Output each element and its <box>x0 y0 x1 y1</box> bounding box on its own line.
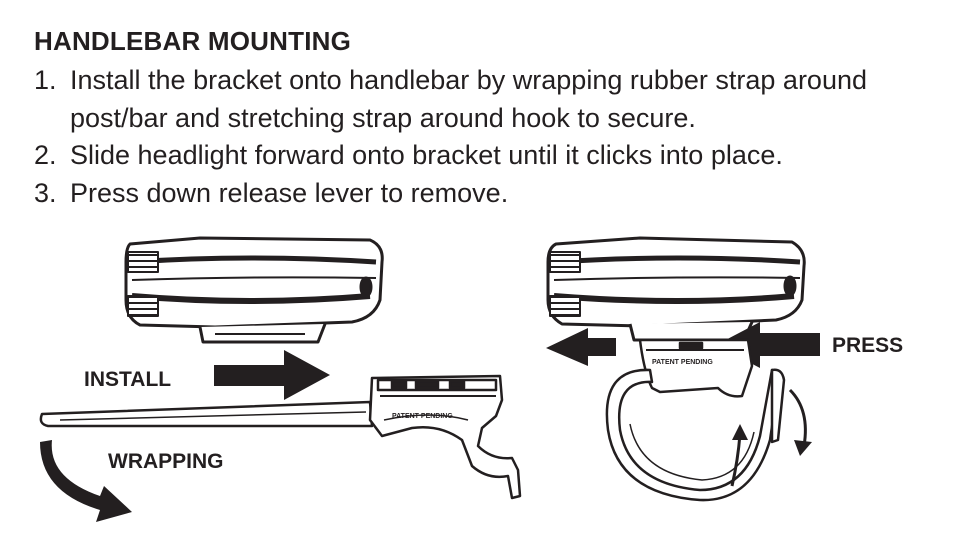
section-heading: HANDLEBAR MOUNTING <box>34 26 352 56</box>
step-number: 1. <box>34 65 57 95</box>
step-list: 1. Install the bracket onto handlebar by… <box>34 62 934 212</box>
step-text: Press down release lever to remove. <box>70 177 509 208</box>
slide-off-arrow <box>546 328 616 366</box>
install-label: INSTALL <box>84 368 171 391</box>
step-text: Slide headlight forward onto bracket unt… <box>70 140 783 170</box>
bracket-imprint-left: PATENT PENDING <box>392 413 453 420</box>
step-number: 2. <box>34 140 57 170</box>
bracket-right <box>605 338 786 502</box>
headlight-left <box>124 236 384 344</box>
lever-down-arrow <box>788 388 812 456</box>
bracket-imprint-right: PATENT PENDING <box>652 359 713 366</box>
press-label: PRESS <box>832 334 903 357</box>
step-text: Install the bracket onto handlebar by wr… <box>70 65 868 133</box>
step-item: 3. Press down release lever to remove. <box>34 175 934 213</box>
step-item: 1. Install the bracket onto handlebar by… <box>34 62 934 137</box>
wrapping-label: WRAPPING <box>108 450 224 473</box>
wrapping-arrow <box>40 440 132 522</box>
step-number: 3. <box>34 177 57 208</box>
strap-up-arrow <box>730 424 748 487</box>
headlight-right <box>546 236 806 342</box>
bracket-left <box>39 374 522 500</box>
install-arrow <box>214 350 330 400</box>
step-item: 2. Slide headlight forward onto bracket … <box>34 137 934 175</box>
